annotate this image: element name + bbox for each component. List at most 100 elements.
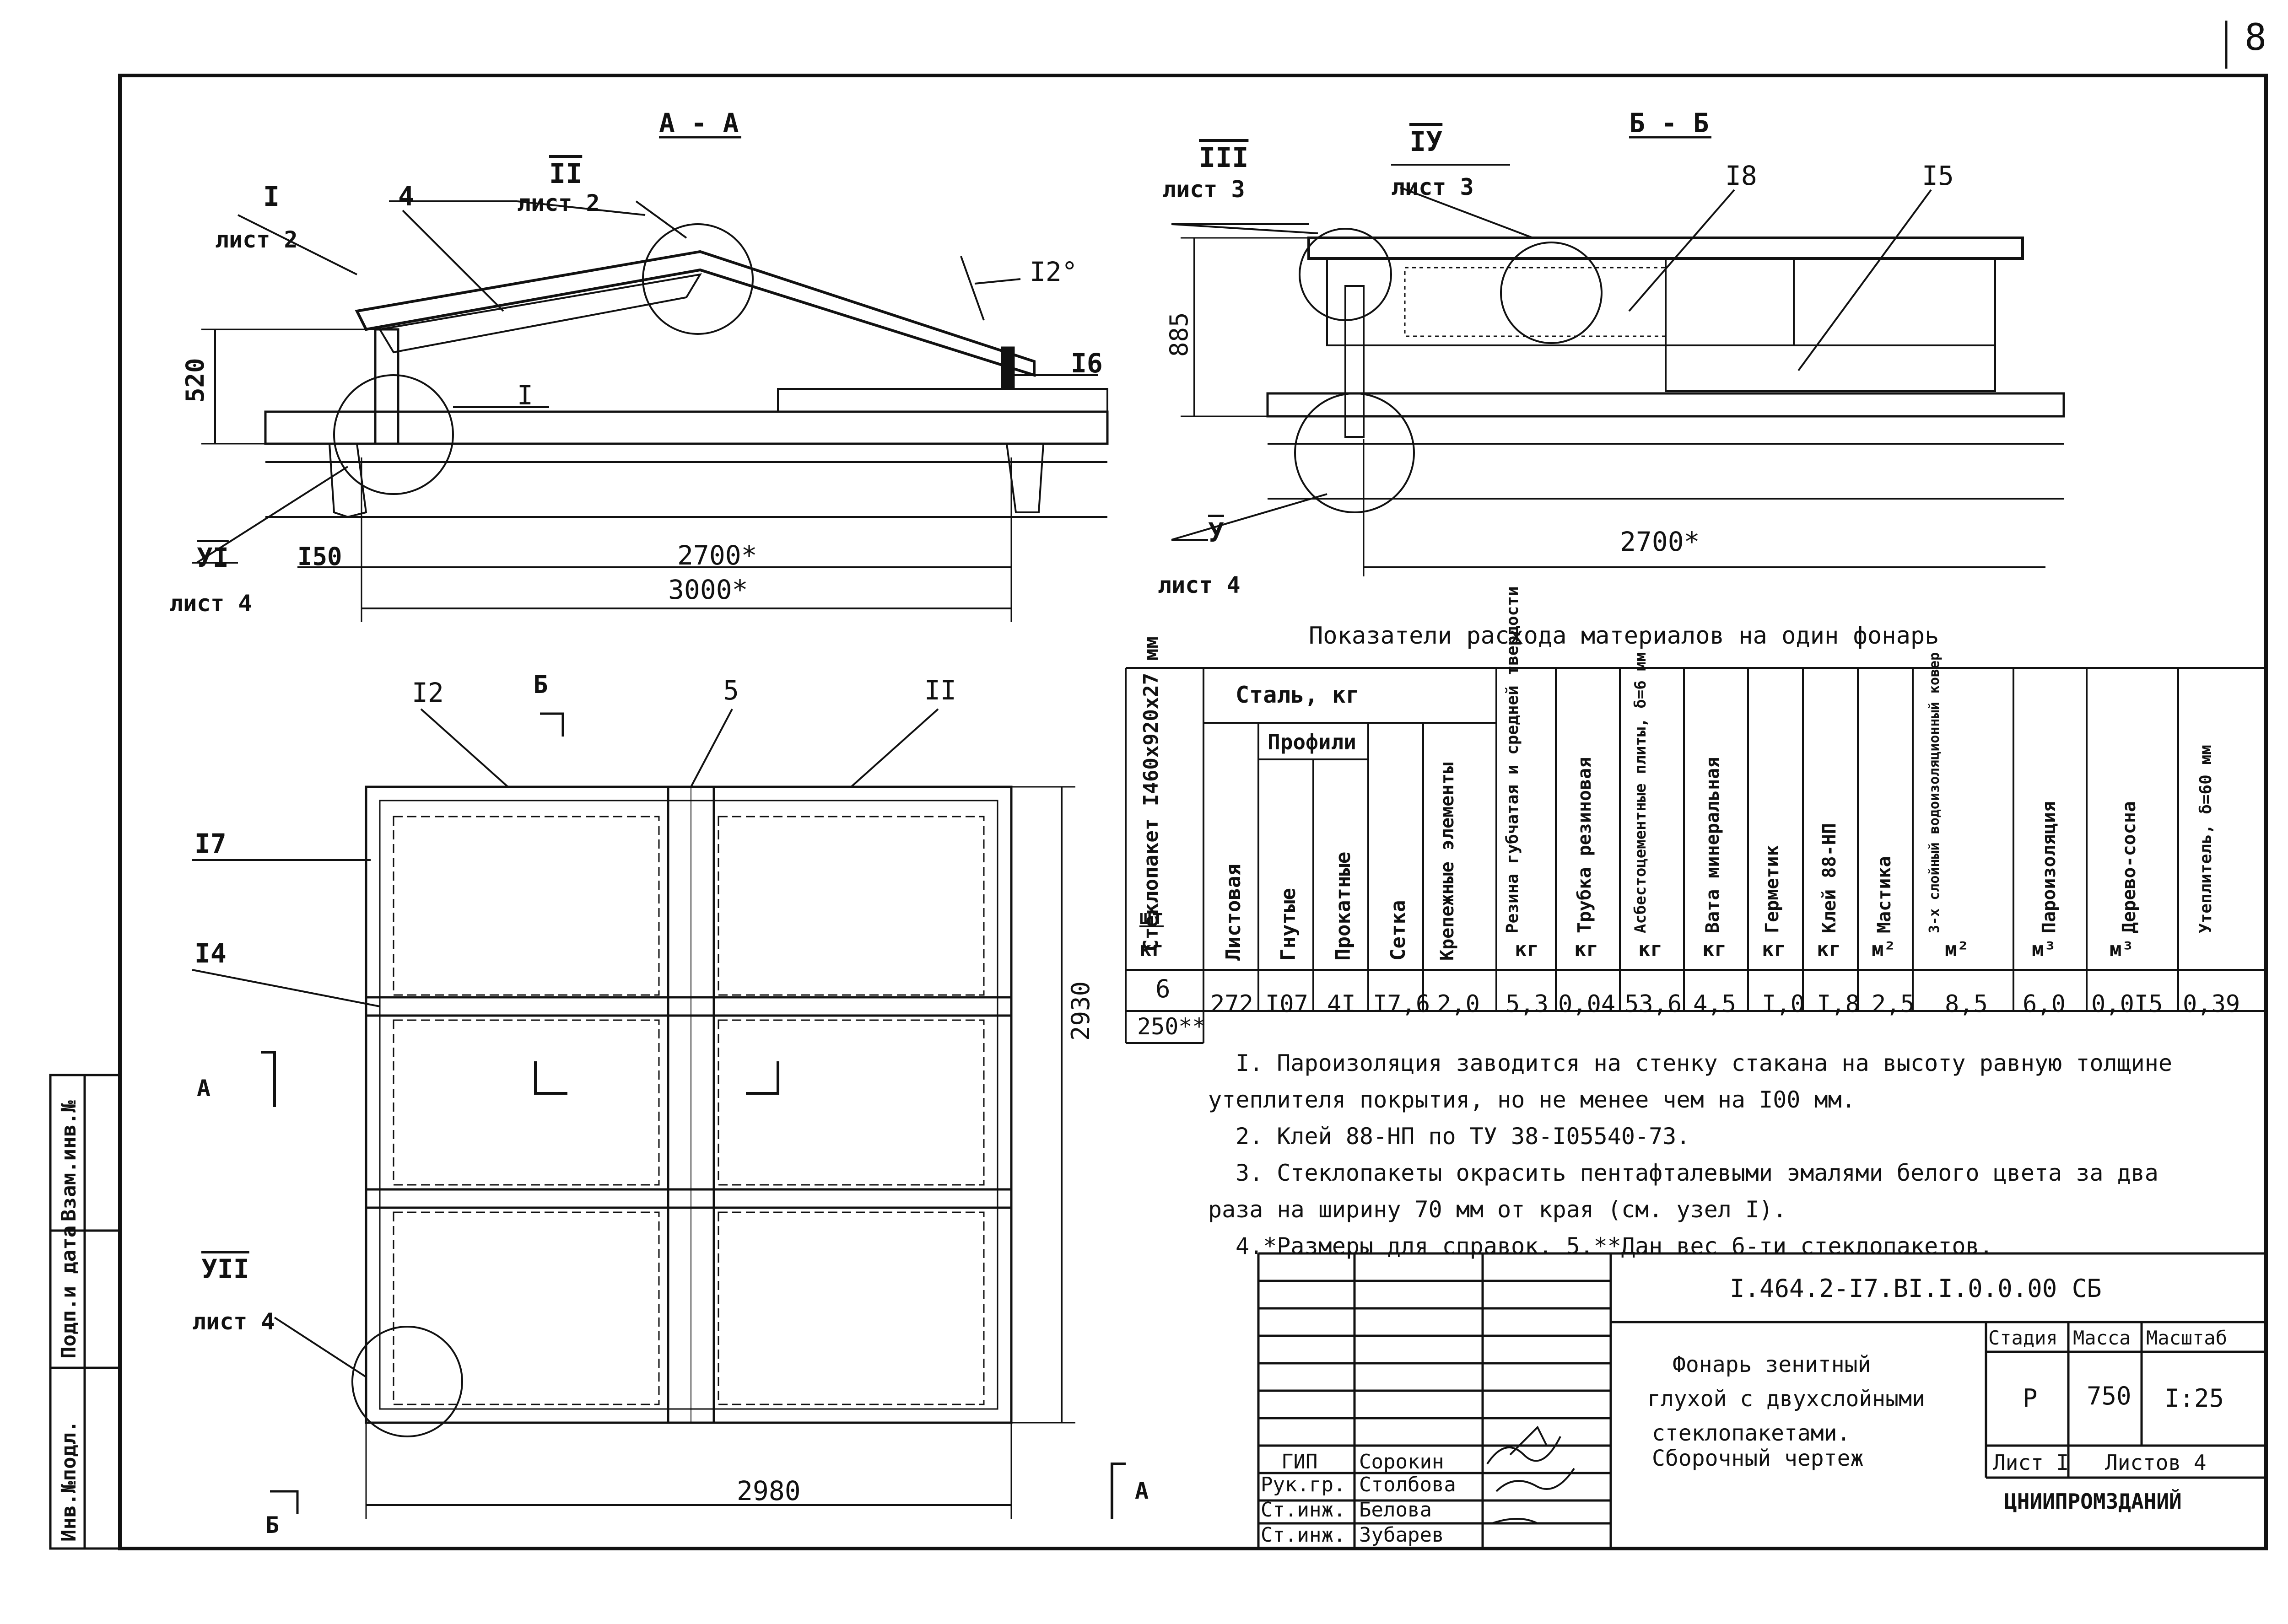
stamp-header-scale: Масштаб (2146, 1327, 2228, 1349)
section-aa-title: А - А (659, 108, 739, 139)
note-4-5: 4.*Размеры для справок. 5.**Дан вес 6-ти… (1236, 1233, 1993, 1259)
table-glass-count: 6 (1155, 974, 1171, 1003)
position-17: I7 (194, 828, 227, 859)
table-unit-15: м³ (2110, 938, 2134, 961)
table-unit-7: кг (1574, 938, 1598, 961)
dim-520: 520 (181, 358, 210, 403)
cut-b-top: Б (533, 670, 548, 699)
node-3-number: III (1199, 142, 1249, 174)
stamp-role-4: Ст.инж. (1261, 1523, 1346, 1547)
table-value-12: 2,5 (1872, 990, 1915, 1018)
table-col-16: Утеплитель, δ=60 мм (2196, 745, 2215, 933)
table-value-13: 8,5 (1945, 990, 1988, 1018)
drawing-title-1: Фонарь зенитный (1673, 1352, 1871, 1377)
node-7-number: УII (201, 1253, 249, 1285)
table-value-5: 2,0 (1437, 990, 1480, 1018)
table-value-7: 0,04 (1558, 990, 1616, 1018)
position-15: I5 (1922, 160, 1954, 191)
table-col-13: 3-х слойный водоизоляционный ковер (1926, 652, 1943, 933)
table-grid (1125, 667, 2266, 1044)
note-2: 2. Клей 88-НП по ТУ 38-I05540-73. (1236, 1123, 1690, 1150)
stamp-role-2: Рук.гр. (1261, 1473, 1346, 1496)
node-2-number: II (549, 158, 583, 190)
table-value-1: 272 (1210, 990, 1253, 1018)
table-col-5: Крепежные элементы (1437, 762, 1458, 961)
angle-label: I2° (1030, 256, 1078, 287)
node-i-label: I (517, 380, 533, 411)
table-col-11: Клей 88-НП (1819, 823, 1840, 933)
table-title: Показатели расхода материалов на один фо… (1309, 622, 1939, 650)
dim-3000: 3000* (668, 574, 748, 605)
page-number: 8 (2245, 16, 2267, 59)
node-3-sheet: лист 3 (1162, 176, 1245, 203)
table-header-profiles: Профили (1268, 730, 1356, 754)
table-value-6: 5,3 (1506, 990, 1549, 1018)
table-col-4: Сетка (1387, 900, 1410, 961)
stamp-sheet: Лист I (1993, 1450, 2069, 1475)
title-block-grid (1257, 1252, 2266, 1549)
cut-a-left: А (197, 1075, 211, 1102)
stamp-role-1: ГИП (1281, 1450, 1318, 1473)
position-18: I8 (1725, 160, 1757, 191)
stamp-name-3: Белова (1359, 1498, 1432, 1522)
table-unit-14: м³ (2032, 938, 2056, 961)
table-unit-kg: кг (1139, 938, 1164, 961)
node-7-sheet: лист 4 (192, 1308, 275, 1335)
stamp-header-stage: Стадия (1988, 1327, 2058, 1349)
stamp-name-2: Столбова (1359, 1473, 1456, 1496)
dim-2700-aa: 2700* (677, 540, 757, 571)
drawing-title-4: Сборочный чертеж (1652, 1446, 1864, 1471)
stamp-name-4: Зубарев (1359, 1523, 1444, 1547)
stamp-stage: Р (2023, 1384, 2038, 1413)
table-value-2: I07 (1265, 990, 1308, 1018)
dim-2700-bb: 2700* (1620, 526, 1700, 557)
section-aa-geometry (192, 136, 1109, 622)
table-col-6: Резина губчатая и средней твердости (1503, 586, 1522, 933)
stamp-header-mass: Масса (2073, 1327, 2131, 1349)
signature-marks (1486, 1425, 1575, 1524)
side-stamp-inventory: Инв.№подл. (57, 1420, 81, 1542)
stamp-mass: 750 (2087, 1382, 2132, 1410)
stamp-scale: I:25 (2164, 1384, 2224, 1413)
table-value-16: 0,39 (2183, 990, 2240, 1018)
table-unit-sht: шт (1139, 906, 1164, 929)
table-value-15: 0,0I5 (2091, 990, 2163, 1018)
table-value-9: 4,5 (1693, 990, 1736, 1018)
stamp-organization: ЦНИИПРОМЗДАНИЙ (2004, 1489, 2182, 1514)
position-16: I6 (1071, 348, 1103, 379)
plan-geometry (192, 708, 1126, 1519)
drawing-title-2: глухой с двухслойными (1647, 1386, 1925, 1412)
table-col-2: Гнутые (1277, 888, 1300, 961)
position-5: 5 (723, 675, 739, 706)
table-value-4: I7,6 (1373, 990, 1430, 1018)
table-unit-10: кг (1762, 938, 1786, 961)
dim-885: 885 (1165, 312, 1193, 357)
node-4-sheet: лист 3 (1391, 174, 1474, 200)
position-12: I2 (412, 677, 444, 708)
table-col-1: Листовая (1222, 864, 1245, 961)
node-5-sheet: лист 4 (1158, 572, 1241, 598)
dim-2980: 2980 (737, 1475, 801, 1506)
table-glass-mass: 250** (1137, 1013, 1206, 1040)
position-4: 4 (398, 181, 414, 212)
note-1a: I. Пароизоляция заводится на стенку стак… (1236, 1050, 2172, 1076)
position-11: II (924, 675, 956, 706)
stamp-name-1: Сорокин (1359, 1450, 1444, 1473)
side-stamp-grid (49, 1074, 121, 1550)
side-stamp-replaced: Взам.инв.№ (57, 1100, 81, 1221)
node-6-sheet: лист 4 (169, 590, 252, 617)
table-col-3: Прокатные (1332, 851, 1355, 961)
position-14: I4 (194, 938, 227, 969)
table-header-steel: Сталь, кг (1236, 682, 1360, 708)
table-col-9: Вата минеральная (1702, 757, 1723, 933)
node-1-number: I (263, 181, 280, 213)
table-value-14: 6,0 (2023, 990, 2066, 1018)
drawing-code: I.464.2-I7.BI.I.0.0.00 СБ (1730, 1274, 2102, 1303)
table-unit-9: кг (1702, 938, 1727, 961)
table-value-3: 4I (1327, 990, 1356, 1018)
stamp-role-3: Ст.инж. (1261, 1498, 1346, 1522)
table-unit-6: кг (1515, 938, 1539, 961)
side-stamp-signature-date: Подп.и дата (57, 1225, 81, 1359)
table-col-14: Пароизоляция (2039, 801, 2060, 933)
